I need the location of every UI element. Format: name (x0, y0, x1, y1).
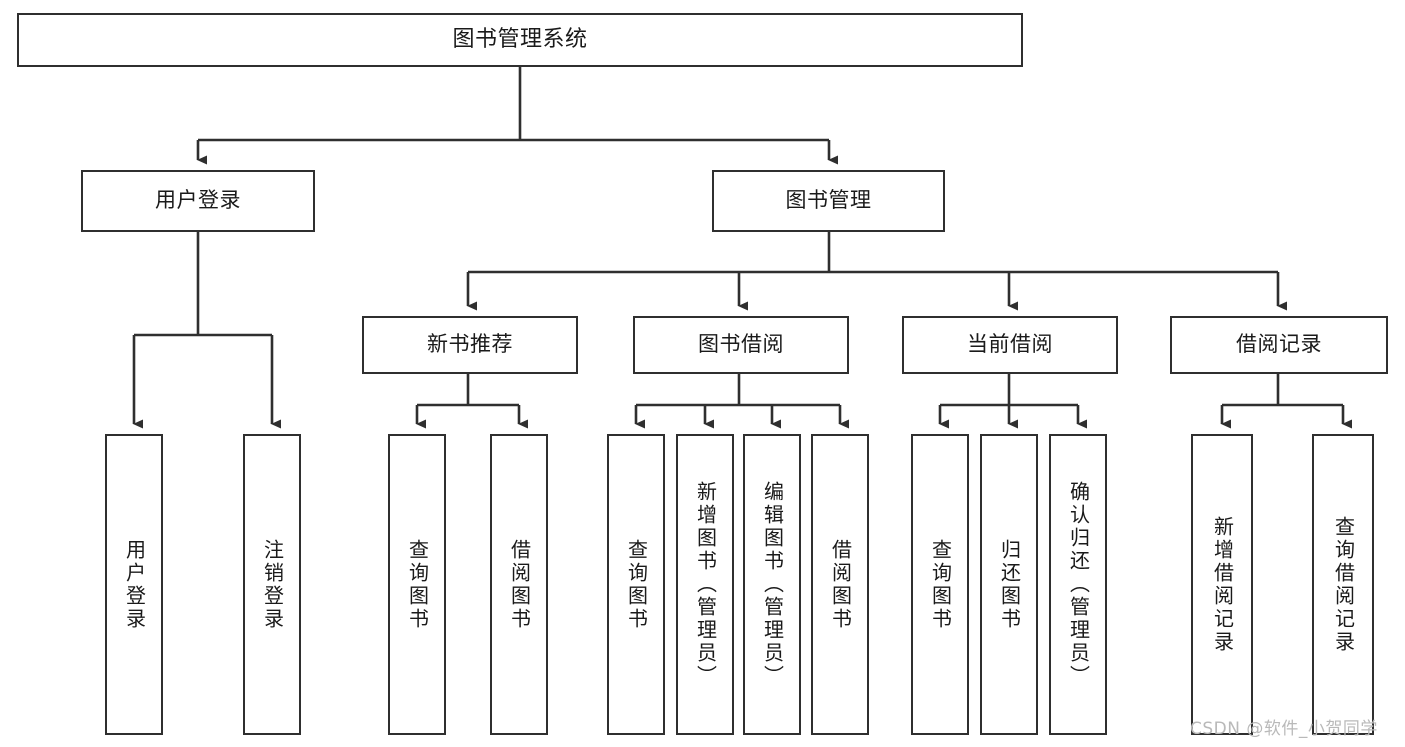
node-label: 用户登录 (155, 188, 241, 213)
node-label: 新增借阅记录 (1210, 515, 1235, 654)
leaf-new-book-borrow[interactable]: 借阅图书 (490, 434, 548, 735)
node-root-system[interactable]: 图书管理系统 (17, 13, 1023, 67)
leaf-borrow-record-query[interactable]: 查询借阅记录 (1312, 434, 1374, 735)
node-label: 用户登录 (122, 538, 147, 631)
leaf-book-borrow-query[interactable]: 查询图书 (607, 434, 665, 735)
node-new-book-recommend[interactable]: 新书推荐 (362, 316, 578, 374)
leaf-book-borrow-add[interactable]: 新增图书（管理员） (676, 434, 734, 735)
node-label: 图书管理系统 (452, 26, 588, 52)
node-user-login[interactable]: 用户登录 (81, 170, 315, 232)
node-label: 新增图书（管理员） (693, 481, 718, 688)
node-current-borrow[interactable]: 当前借阅 (902, 316, 1118, 374)
node-label: 借阅记录 (1236, 332, 1322, 357)
leaf-current-borrow-query[interactable]: 查询图书 (911, 434, 969, 735)
node-label: 当前借阅 (967, 332, 1053, 357)
leaf-user-login-logout[interactable]: 注销登录 (243, 434, 301, 735)
node-label: 查询借阅记录 (1331, 515, 1356, 654)
leaf-book-borrow-borrow[interactable]: 借阅图书 (811, 434, 869, 735)
node-borrow-record[interactable]: 借阅记录 (1170, 316, 1388, 374)
node-book-borrow[interactable]: 图书借阅 (633, 316, 849, 374)
leaf-book-borrow-edit[interactable]: 编辑图书（管理员） (743, 434, 801, 735)
node-label: 借阅图书 (507, 538, 532, 631)
node-label: 确认归还（管理员） (1066, 481, 1091, 688)
node-label: 编辑图书（管理员） (760, 481, 785, 688)
csdn-watermark: CSDN @软件_小贺同学 (1190, 719, 1378, 739)
node-label: 查询图书 (928, 538, 953, 631)
node-label: 新书推荐 (427, 332, 513, 357)
leaf-current-borrow-return[interactable]: 归还图书 (980, 434, 1038, 735)
node-label: 图书借阅 (698, 332, 784, 357)
node-label: 查询图书 (405, 538, 430, 631)
leaf-new-book-query[interactable]: 查询图书 (388, 434, 446, 735)
node-label: 图书管理 (785, 188, 872, 213)
node-label: 归还图书 (997, 538, 1022, 631)
node-label: 借阅图书 (828, 538, 853, 631)
leaf-user-login-login[interactable]: 用户登录 (105, 434, 163, 735)
node-label: 注销登录 (260, 538, 285, 631)
node-label: 查询图书 (624, 538, 649, 631)
leaf-borrow-record-add[interactable]: 新增借阅记录 (1191, 434, 1253, 735)
leaf-current-borrow-confirm-return[interactable]: 确认归还（管理员） (1049, 434, 1107, 735)
node-book-management[interactable]: 图书管理 (712, 170, 945, 232)
